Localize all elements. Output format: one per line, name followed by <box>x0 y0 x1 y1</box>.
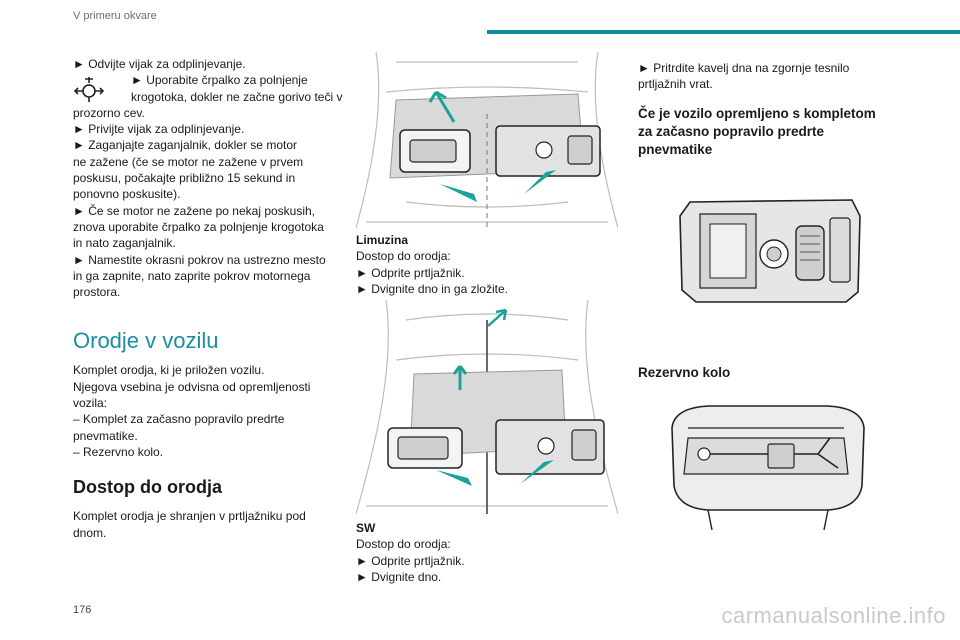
body-text: Dostop do orodja: <box>356 537 451 552</box>
step-text: ► Odprite prtljažnik. <box>356 265 465 280</box>
fuel-pump-icon <box>73 77 105 103</box>
subsection-title: Dostop do orodja <box>73 477 222 498</box>
step-text: ► Dvignite dno in ga zložite. <box>356 281 508 296</box>
repair-kit-illustration <box>679 199 861 303</box>
step-text: znova uporabite črpalko za polnjenje kro… <box>73 219 324 234</box>
body-text: Dostop do orodja: <box>356 249 451 264</box>
step-text: ► Uporabite črpalko za polnjenje <box>131 73 308 88</box>
watermark: carmanualsonline.info <box>721 603 946 628</box>
step-text: ► Odvijte vijak za odplinjevanje. <box>73 57 246 71</box>
spare-wheel-illustration <box>671 405 865 530</box>
sw-block: SW Dostop do orodja: ► Odprite prtljažni… <box>356 520 618 585</box>
variant-title: Limuzina <box>356 233 409 247</box>
sw-trunk-illustration <box>356 300 618 514</box>
step-text: ► Če se motor ne zažene po nekaj poskusi… <box>73 203 316 218</box>
body-text: Komplet orodja, ki je priložen vozilu. <box>73 363 265 378</box>
step-text: poskusu, počakajte približno 15 sekund i… <box>73 171 296 186</box>
pump-step: ► Uporabite črpalko za polnjenje krogoto… <box>73 72 343 105</box>
step-text: ► Namestite okrasni pokrov na ustrezno m… <box>73 252 326 267</box>
body-text: vozila: <box>73 396 108 411</box>
step-text: ► Zaganjajte zaganjalnik, dokler se moto… <box>73 138 297 153</box>
page-header: V primeru okvare <box>0 0 960 40</box>
body-text: Njegova vsebina je odvisna od opremljeno… <box>73 379 311 394</box>
body-text: dnom. <box>73 525 107 540</box>
kit-title: Če je vozilo opremljeno s kompletom <box>638 105 876 121</box>
body-text: Komplet orodja je shranjen v prtljažniku… <box>73 509 306 524</box>
kit-title: za začasno popravilo predrte <box>638 123 825 139</box>
header-accent-bar <box>487 30 960 34</box>
body-text: – Komplet za začasno popravilo predrte <box>73 412 285 427</box>
step-text: ► Privijte vijak za odplinjevanje. <box>73 122 245 137</box>
step-text: krogotoka, dokler ne začne gorivo teči v <box>131 89 343 104</box>
spare-title: Rezervno kolo <box>638 365 731 380</box>
step-text: ne zažene (če se motor ne zažene v prvem <box>73 154 304 169</box>
page-number: 176 <box>73 604 92 616</box>
spare-section: Rezervno kolo <box>638 354 888 382</box>
step-text: ► Pritrdite kavelj dna na zgornje tesnil… <box>638 61 850 75</box>
chapter-title: V primeru okvare <box>73 10 157 22</box>
variant-title: SW <box>356 521 376 535</box>
body-text: pnevmatike. <box>73 428 138 443</box>
column-right: ► Pritrdite kavelj dna na zgornje tesnil… <box>638 60 888 159</box>
body-text: – Rezervno kolo. <box>73 444 164 459</box>
body-text: prtljažnih vrat. <box>638 77 713 92</box>
limuzina-trunk-illustration <box>356 52 618 228</box>
column-left: ► Odvijte vijak za odplinjevanje. ► Upor… <box>73 56 343 541</box>
step-text: ► Odprite prtljažnik. <box>356 553 465 568</box>
step-text: ► Dvignite dno. <box>356 569 442 584</box>
kit-title: pnevmatike <box>638 141 713 157</box>
section-title: Orodje v vozilu <box>73 328 219 354</box>
step-text: in ga zapnite, nato zaprite pokrov motor… <box>73 268 311 283</box>
limuzina-block: Limuzina Dostop do orodja: ► Odprite prt… <box>356 232 618 297</box>
step-text: ponovno poskusite). <box>73 187 181 202</box>
step-text: prozorno cev. <box>73 105 145 120</box>
step-text: prostora. <box>73 285 121 300</box>
step-text: in nato zaganjalnik. <box>73 236 176 251</box>
